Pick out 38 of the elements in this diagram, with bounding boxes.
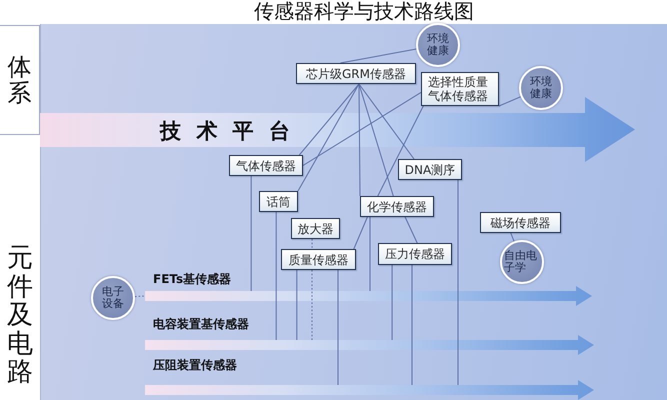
dotted-connector (134, 296, 146, 298)
topic-box: 压力传感器 (378, 243, 452, 265)
diagram-title: 传感器科学与技术路线图 (254, 1, 474, 23)
roadmap-track (145, 380, 594, 400)
connector-line (358, 84, 360, 196)
connector-line (250, 176, 252, 292)
connector-line (302, 92, 422, 166)
connector-line (510, 232, 515, 242)
roadmap-track (145, 335, 594, 355)
connector-line (298, 84, 360, 156)
connector-line (498, 96, 522, 106)
topic-box: 选择性质量气体传感器 (421, 72, 499, 106)
track-label: 压阻装置传感器 (153, 358, 237, 372)
connector-line (298, 84, 360, 192)
topic-box: DNA测序 (398, 159, 462, 180)
topic-box: 放大器 (291, 218, 340, 239)
connector-line (404, 216, 418, 244)
topic-box: 话筒 (259, 191, 298, 212)
topic-box: 芯片级GRM传感器 (296, 63, 416, 84)
topic-box: 质量传感器 (281, 249, 356, 270)
connector-line (340, 48, 417, 64)
connector-line (353, 216, 368, 250)
roadmap-track (145, 286, 592, 306)
connector-line (276, 212, 277, 340)
platform-title: 技 术 平 台 (160, 121, 294, 142)
topic-box: 气体传感器 (229, 155, 303, 176)
track-label: FETs基传感器 (153, 272, 232, 286)
connector-line (296, 270, 298, 340)
connector-line (392, 264, 393, 340)
dotted-connector (312, 238, 313, 250)
connector-line (377, 106, 424, 196)
section-box: 体系 (0, 25, 40, 135)
topic-box: 化学传感器 (360, 196, 434, 217)
connector-line (358, 84, 414, 160)
track-label: 电容装置基传感器 (153, 317, 249, 331)
topic-box: 磁场传感器 (480, 212, 561, 233)
connector-line (358, 84, 394, 196)
section-label: 元件及电路 (7, 244, 33, 387)
